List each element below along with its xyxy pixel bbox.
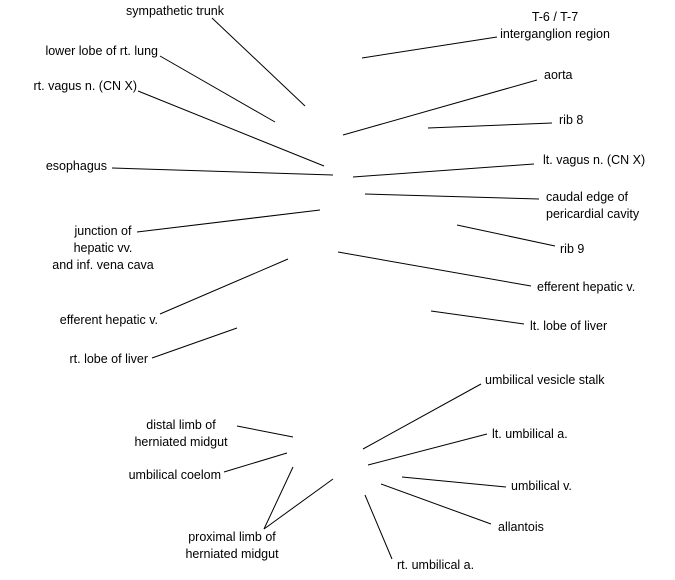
label-line: interganglion region [500, 27, 610, 41]
leader-umbilical-v [401, 476, 507, 488]
label-text: umbilical coelom [128, 468, 221, 482]
label-line: caudal edge of [546, 190, 629, 204]
leader-rt-lobe-liver [151, 327, 238, 359]
label-rt-vagus: rt. vagus n. (CN X) [34, 78, 138, 95]
label-text: efferent hepatic v. [59, 313, 158, 327]
leader-proximal-limb-a [263, 466, 294, 530]
leader-distal-limb [236, 425, 294, 438]
label-text: rt. vagus n. (CN X) [33, 79, 138, 93]
label-line: and inf. vena cava [52, 258, 154, 272]
label-text: lt. vagus n. (CN X) [543, 153, 646, 167]
leader-aorta [342, 79, 538, 136]
label-rib9: rib 9 [560, 241, 584, 258]
leader-rt-vagus [137, 90, 325, 167]
label-umbilical-vesicle-stalk: umbilical vesicle stalk [485, 372, 604, 389]
label-text: lt. umbilical a. [492, 427, 568, 441]
leader-sympathetic-trunk [211, 17, 306, 107]
label-junction-hepatic: junction of hepatic vv. and inf. vena ca… [43, 223, 163, 274]
label-rt-lobe-liver: rt. lobe of liver [69, 351, 148, 368]
label-aorta: aorta [544, 67, 573, 84]
label-text: rib 8 [559, 113, 584, 127]
label-umbilical-v: umbilical v. [511, 478, 572, 495]
label-t6-t7: T-6 / T-7 interganglion region [490, 9, 620, 43]
label-text: umbilical vesicle stalk [485, 373, 605, 387]
label-text: allantois [498, 520, 544, 534]
label-text: aorta [544, 68, 573, 82]
label-proximal-limb: proximal limb of herniated midgut [172, 529, 292, 563]
label-rib8: rib 8 [559, 112, 583, 129]
label-text: umbilical v. [511, 479, 572, 493]
label-rt-umbilical-a: rt. umbilical a. [397, 557, 474, 574]
leader-umbilical-coelom [223, 452, 288, 473]
leader-efferent-hepatic-left [159, 258, 289, 315]
label-efferent-hepatic-right: efferent hepatic v. [537, 279, 635, 296]
leader-lower-lobe-rt-lung [159, 55, 276, 123]
leader-allantois [380, 483, 492, 525]
label-line: junction of [74, 224, 132, 238]
label-distal-limb: distal limb of herniated midgut [121, 417, 241, 451]
leader-efferent-hepatic-right [337, 251, 532, 287]
label-line: hepatic vv. [73, 241, 133, 255]
leader-rib9 [456, 224, 556, 247]
label-line: proximal limb of [188, 530, 276, 544]
label-text: rib 9 [560, 242, 585, 256]
label-text: esophagus [45, 159, 107, 173]
label-text: lower lobe of rt. lung [45, 44, 158, 58]
label-line: herniated midgut [185, 547, 279, 561]
label-line: T-6 / T-7 [531, 10, 579, 24]
label-efferent-hepatic-left: efferent hepatic v. [60, 312, 158, 329]
leader-lt-vagus [352, 163, 535, 178]
label-text: rt. lobe of liver [69, 352, 148, 366]
label-lt-lobe-liver: lt. lobe of liver [530, 318, 607, 335]
leader-lt-umbilical-a [367, 433, 488, 466]
label-text: efferent hepatic v. [537, 280, 636, 294]
label-lt-vagus: lt. vagus n. (CN X) [543, 152, 645, 169]
label-sympathetic-trunk: sympathetic trunk [126, 3, 224, 20]
label-umbilical-coelom: umbilical coelom [129, 467, 221, 484]
label-allantois: allantois [498, 519, 544, 536]
label-text: lt. lobe of liver [530, 319, 608, 333]
label-caudal-edge: caudal edge of pericardial cavity [546, 189, 639, 223]
leader-t6-t7 [361, 36, 498, 59]
label-text: sympathetic trunk [126, 4, 224, 18]
label-text: rt. umbilical a. [397, 558, 475, 572]
label-esophagus: esophagus [46, 158, 107, 175]
leader-caudal-edge [364, 193, 540, 200]
label-line: herniated midgut [134, 435, 228, 449]
leader-rt-umbilical-a [364, 494, 393, 560]
leader-junction-hepatic [136, 209, 321, 233]
leader-esophagus [111, 167, 334, 176]
leader-rib8 [427, 122, 553, 129]
leader-umbilical-vesicle-stalk [362, 383, 482, 450]
label-lower-lobe-rt-lung: lower lobe of rt. lung [45, 43, 158, 60]
leader-proximal-limb-b [263, 478, 334, 530]
label-line: distal limb of [146, 418, 216, 432]
label-lt-umbilical-a: lt. umbilical a. [492, 426, 568, 443]
leader-lt-lobe-liver [430, 310, 525, 325]
label-line: pericardial cavity [546, 207, 640, 221]
